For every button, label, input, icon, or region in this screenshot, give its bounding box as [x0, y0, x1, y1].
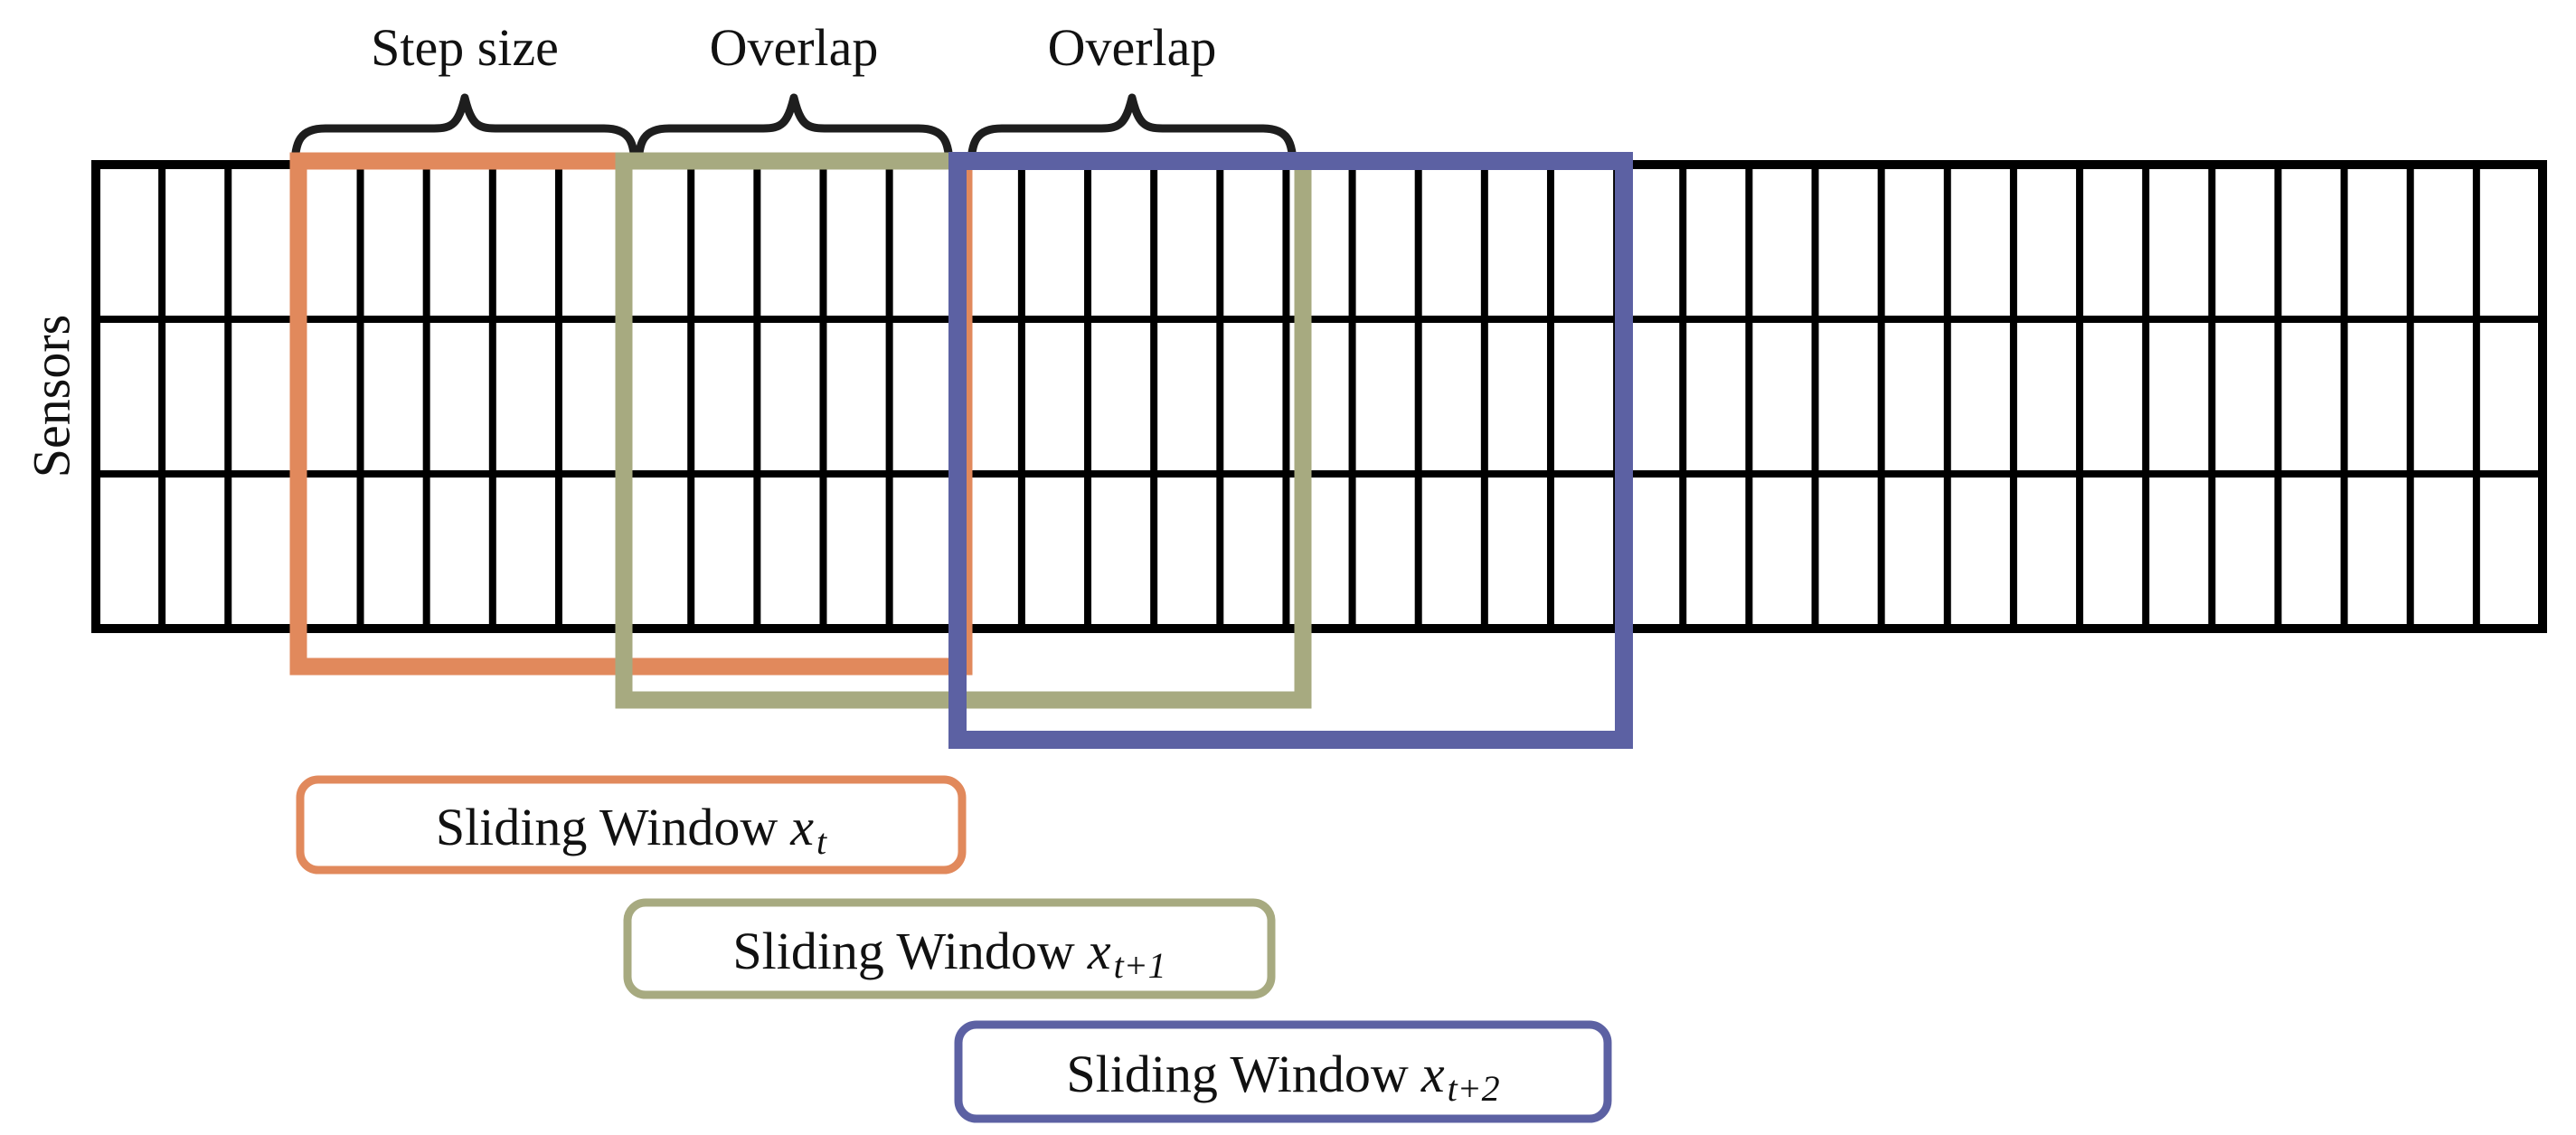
braces: [290, 93, 1297, 173]
overlap-label-2: Overlap: [1048, 18, 1217, 77]
overlap-label-1: Overlap: [710, 18, 879, 77]
sensor-grid-background: [96, 165, 2543, 629]
step-size-label: Step size: [371, 18, 559, 77]
window-rect-xt2: [948, 152, 1633, 749]
overlap-brace-1: [634, 93, 954, 173]
legend-box-xt1: [623, 898, 1276, 999]
legend-box-xt2: [954, 1020, 1612, 1123]
sensors-axis-label: Sensors: [23, 315, 81, 478]
sensor-grid: [91, 160, 2547, 633]
overlap-brace-2: [967, 93, 1297, 173]
step-size-brace: [290, 93, 639, 173]
legend-box-xt: [296, 775, 967, 875]
